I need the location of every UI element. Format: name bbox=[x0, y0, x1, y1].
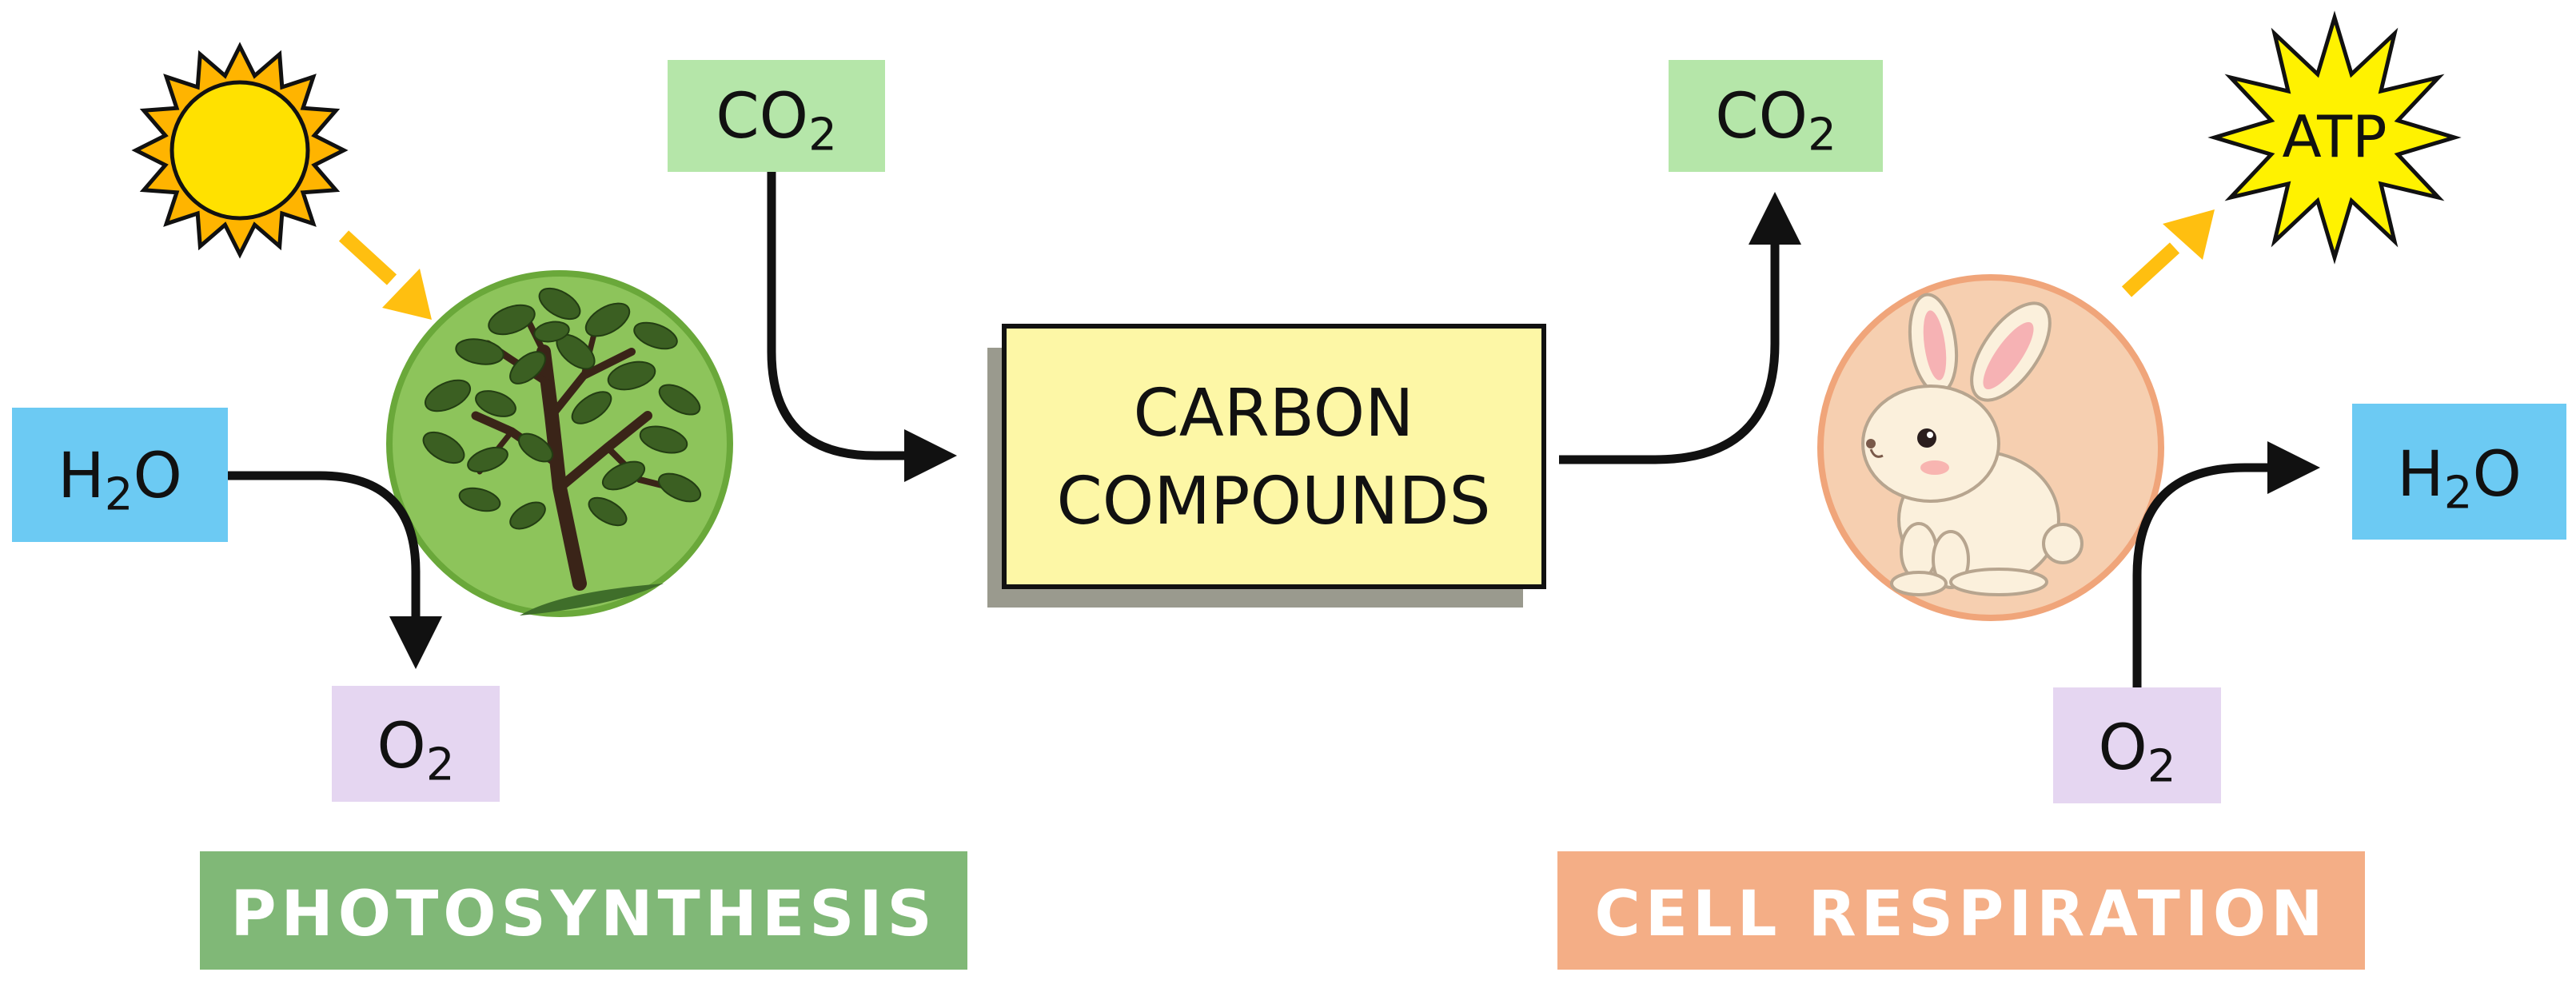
photosynthesis-banner bbox=[200, 851, 967, 970]
h2o-to-o2-arrow bbox=[228, 471, 442, 669]
starburst-icon bbox=[2207, 10, 2462, 265]
atp-label: ATP bbox=[2282, 103, 2387, 170]
h2o-label-right: H2O bbox=[2397, 439, 2522, 520]
co2-to-carbon-arrow bbox=[767, 172, 957, 482]
cell-respiration-banner bbox=[1557, 851, 2365, 970]
h2o-box-left bbox=[12, 408, 228, 542]
cell-respiration-label: CELL RESPIRATION bbox=[1595, 878, 2328, 950]
carbon-to-co2-arrow bbox=[1559, 192, 1801, 464]
tree-icon bbox=[386, 270, 733, 617]
o2-label-right: O2 bbox=[2098, 712, 2175, 793]
h2o-label-left: H2O bbox=[58, 440, 182, 521]
carbon-label-line2: COMPOUNDS bbox=[1056, 464, 1490, 540]
co2-label-right: CO2 bbox=[1715, 81, 1836, 161]
photosynthesis-label: PHOTOSYNTHESIS bbox=[230, 878, 936, 950]
sun-icon bbox=[131, 42, 349, 259]
carbon-label-line1: CARBON bbox=[1133, 376, 1414, 452]
co2-label-left: CO2 bbox=[716, 81, 837, 161]
rabbit-icon bbox=[1817, 274, 2164, 621]
o2-to-h2o-arrow bbox=[2132, 441, 2320, 687]
o2-label-left: O2 bbox=[377, 711, 454, 791]
h2o-box-right bbox=[2352, 404, 2566, 540]
carbon-compounds-box bbox=[987, 324, 1546, 608]
co2-box-left bbox=[668, 60, 885, 172]
o2-box-right bbox=[2053, 687, 2221, 803]
co2-box-right bbox=[1669, 60, 1883, 172]
o2-box-left bbox=[332, 686, 500, 802]
sunlight-arrow bbox=[338, 230, 432, 320]
energy-arrow bbox=[2121, 209, 2215, 297]
